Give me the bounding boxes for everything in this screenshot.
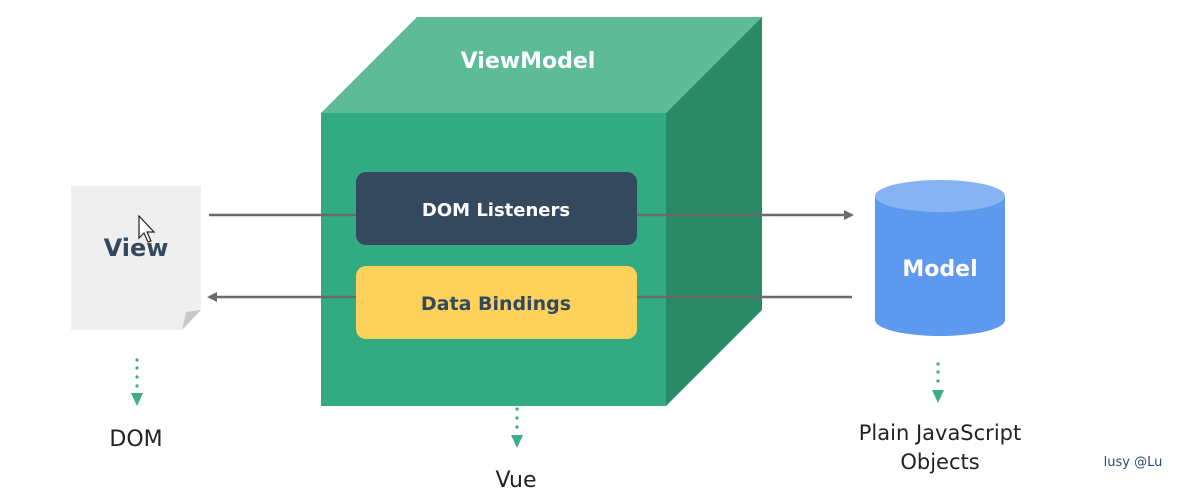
- dom-listeners-node: DOM Listeners: [356, 172, 637, 245]
- model-node: Model: [875, 180, 1005, 336]
- cube-top-face: [321, 17, 762, 113]
- view-caption: DOM: [109, 427, 162, 452]
- view-label: View: [104, 234, 169, 262]
- cube-front-face: [321, 113, 666, 406]
- model-caption-line1: Plain JavaScript: [859, 421, 1021, 445]
- cube-side-face: [666, 17, 762, 406]
- data-bindings-box: [356, 266, 637, 339]
- view-page-dog-ear: [182, 310, 201, 330]
- dotted-arrow-model: [932, 362, 944, 403]
- mouse-cursor-icon: [138, 214, 156, 243]
- dotted-arrow-viewmodel: [511, 407, 523, 448]
- model-caption-line2: Objects: [900, 450, 979, 474]
- viewmodel-caption: Vue: [495, 468, 536, 490]
- dom-listeners-box: [356, 172, 637, 245]
- watermark: lusy @Lu: [1104, 455, 1163, 470]
- viewmodel-cube: ViewModel: [321, 17, 762, 406]
- model-label: Model: [902, 257, 977, 282]
- dotted-arrow-view: [131, 358, 143, 406]
- view-page: [71, 186, 201, 330]
- data-bindings-label: Data Bindings: [421, 293, 571, 315]
- data-bindings-node: Data Bindings: [356, 266, 637, 339]
- viewmodel-label: ViewModel: [461, 49, 596, 74]
- dom-listeners-label: DOM Listeners: [422, 200, 570, 221]
- model-cylinder-top: [875, 180, 1005, 212]
- model-cylinder-body: [875, 196, 1005, 336]
- view-node: View: [71, 186, 201, 330]
